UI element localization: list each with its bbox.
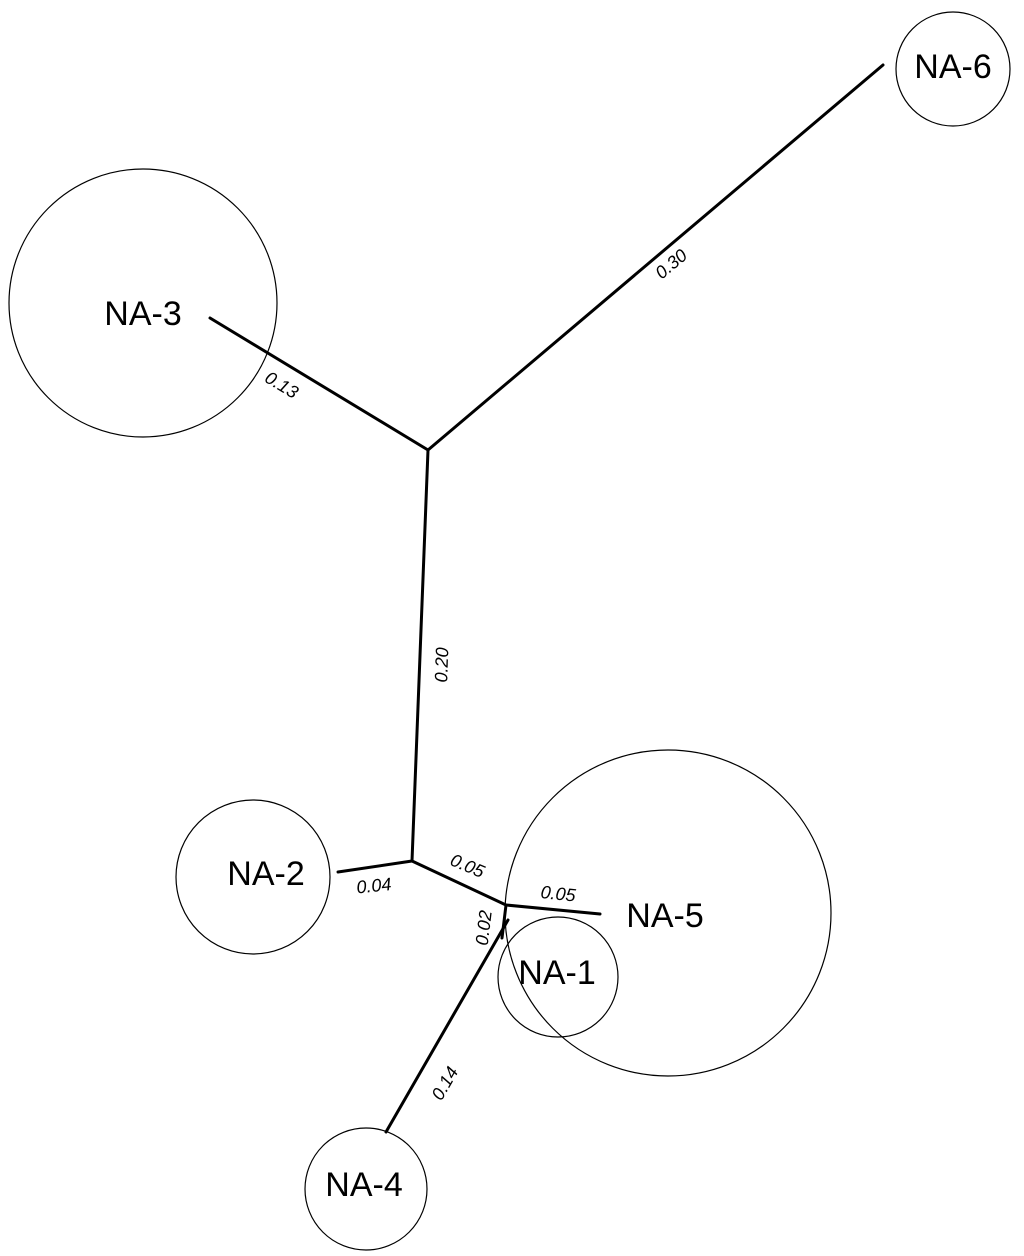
branch-internal-b xyxy=(410,859,508,907)
node-label-na-5: NA-5 xyxy=(626,897,703,935)
branch-length-label: 0.13 xyxy=(261,367,301,402)
node-circle-na-2 xyxy=(175,799,331,955)
branch-length-label: 0.20 xyxy=(431,647,452,683)
node-label-na-2: NA-2 xyxy=(227,855,304,893)
branch-to-na-4 xyxy=(384,918,510,1134)
node-label-na-1: NA-1 xyxy=(518,954,595,992)
branch-to-na-1 xyxy=(500,903,508,940)
node-label-na-3: NA-3 xyxy=(104,295,181,333)
node-label-na-4: NA-4 xyxy=(325,1166,402,1204)
branch-to-na-6 xyxy=(426,63,885,452)
branch-to-na-3 xyxy=(208,316,430,452)
branch-length-label: 0.14 xyxy=(427,1063,462,1103)
branch-length-label: 0.30 xyxy=(651,245,691,283)
branch-length-label: 0.04 xyxy=(355,874,392,898)
branch-length-label: 0.05 xyxy=(540,882,578,906)
branch-to-na-5 xyxy=(504,903,602,916)
node-circle-na-6 xyxy=(895,11,1011,127)
node-circle-na-3 xyxy=(8,168,278,438)
node-circle-na-1 xyxy=(497,916,619,1038)
branch-length-label: 0.02 xyxy=(472,909,496,946)
branch-length-label: 0.05 xyxy=(447,850,488,882)
branch-internal-a xyxy=(410,448,430,863)
node-label-na-6: NA-6 xyxy=(914,48,991,86)
node-circle-na-4 xyxy=(304,1127,428,1251)
branch-to-na-2 xyxy=(336,859,414,874)
